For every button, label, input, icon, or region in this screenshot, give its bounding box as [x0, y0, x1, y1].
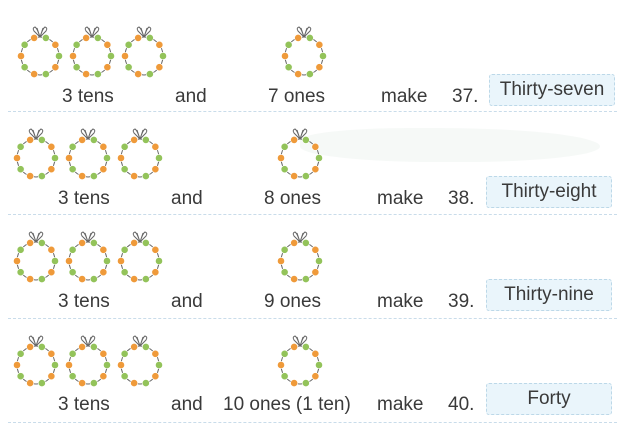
bead-necklace-icon — [13, 231, 59, 283]
number-row-39: 3 tens and 9 ones make 39. Thirty-nine — [0, 0, 625, 319]
number-value: 40. — [448, 394, 475, 415]
bead-necklace-icon — [69, 26, 115, 78]
background-smudge — [300, 128, 600, 162]
number-value: 37. — [452, 86, 479, 107]
bead-necklace-icon — [277, 128, 323, 180]
number-value: 38. — [448, 188, 475, 209]
bead-necklace-icon — [65, 231, 111, 283]
make-label: make — [381, 86, 428, 107]
bead-necklace-icon — [65, 335, 111, 387]
and-label: and — [171, 188, 203, 209]
and-label: and — [171, 394, 203, 415]
tens-label: 3 tens — [62, 86, 114, 107]
number-name-box: Thirty-nine — [486, 279, 612, 311]
number-value: 39. — [448, 291, 475, 312]
ones-label: 7 ones — [268, 86, 326, 107]
number-row-40: 3 tens and 10 ones (1 ten) make 40. Fort… — [0, 0, 625, 423]
tens-label: 3 tens — [58, 188, 110, 209]
bead-necklace-icon — [277, 335, 323, 387]
and-label: and — [175, 86, 207, 107]
make-label: make — [377, 188, 424, 209]
number-row-37: 3 tens and 7 ones make 37. Thirty-seven — [0, 0, 625, 112]
number-name-box: Thirty-seven — [489, 74, 615, 106]
number-name-box: Thirty-eight — [486, 176, 612, 208]
row-separator — [8, 422, 617, 423]
row-separator — [8, 318, 617, 319]
ones-label: 8 ones — [264, 188, 322, 209]
bead-necklace-icon — [121, 26, 167, 78]
number-row-38: 3 tens and 8 ones make 38. Thirty-eight — [0, 0, 625, 215]
bead-necklace-icon — [277, 231, 323, 283]
tens-label: 3 tens — [58, 291, 110, 312]
make-label: make — [377, 394, 424, 415]
bead-necklace-icon — [17, 26, 63, 78]
bead-necklace-icon — [13, 335, 59, 387]
bead-necklace-icon — [117, 335, 163, 387]
bead-necklace-icon — [65, 128, 111, 180]
bead-necklace-icon — [13, 128, 59, 180]
make-label: make — [377, 291, 424, 312]
row-separator — [8, 111, 617, 112]
and-label: and — [171, 291, 203, 312]
ones-label: 9 ones — [264, 291, 322, 312]
ones-label: 10 ones (1 ten) — [223, 394, 351, 415]
row-separator — [8, 214, 617, 215]
bead-necklace-icon — [117, 128, 163, 180]
bead-necklace-icon — [117, 231, 163, 283]
bead-necklace-icon — [281, 26, 327, 78]
number-name-box: Forty — [486, 383, 612, 415]
tens-label: 3 tens — [58, 394, 110, 415]
